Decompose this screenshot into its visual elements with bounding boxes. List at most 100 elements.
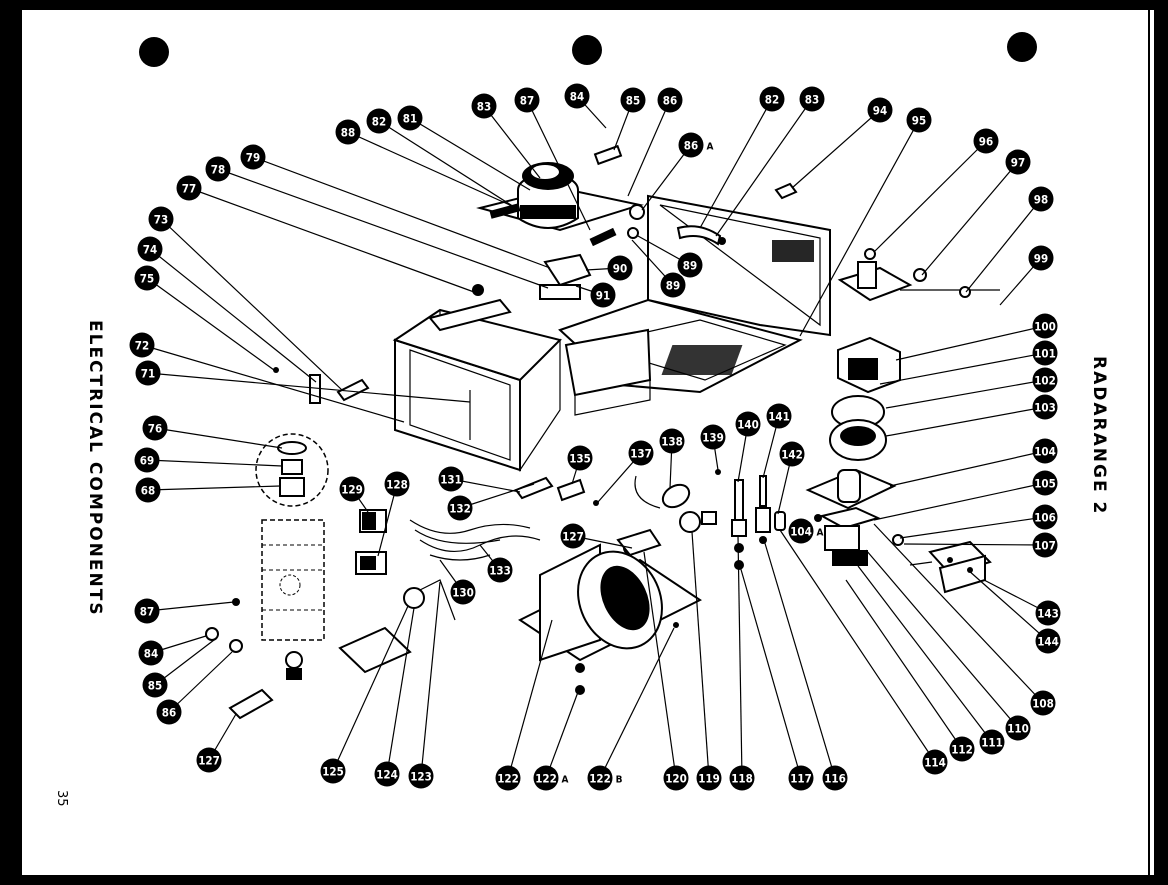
- callout-c-84b: 84: [138, 640, 164, 666]
- callout-circle: [408, 763, 434, 789]
- callout-number: 84: [144, 647, 158, 661]
- callout-circle: [788, 765, 814, 791]
- magnetron-stack: [805, 248, 1000, 566]
- callout-circle: [135, 360, 161, 386]
- callout-number: 133: [489, 564, 511, 578]
- callout-circle: [471, 93, 497, 119]
- callout-number: 110: [1007, 722, 1029, 736]
- callout-circle: [949, 736, 975, 762]
- callout-c-130: 130: [450, 579, 476, 605]
- callout-c-89b: 89: [660, 272, 686, 298]
- callout-circle: [628, 440, 654, 466]
- callout-circle: [560, 523, 586, 549]
- callout-circle: [495, 765, 521, 791]
- callout-circle: [320, 758, 346, 784]
- callout-number: 95: [912, 114, 926, 128]
- callout-circle: [205, 156, 231, 182]
- callout-c-86b: 86: [156, 699, 182, 725]
- callout-c-85b: 85: [142, 672, 168, 698]
- callout-number: 104: [1034, 445, 1056, 459]
- callout-number: 135: [569, 452, 591, 466]
- callout-c-87a: 87: [514, 87, 540, 113]
- callout-c-133: 133: [487, 557, 513, 583]
- callout-number: 89: [666, 279, 680, 293]
- callout-number: 73: [154, 213, 168, 227]
- callout-number: 117: [790, 772, 812, 786]
- callout-c-127b: 127: [196, 747, 222, 773]
- callout-number: 138: [661, 435, 683, 449]
- callout-circle: [134, 598, 160, 624]
- callout-number: 119: [698, 772, 720, 786]
- callout-c-142: 142: [779, 441, 805, 467]
- callout-c-72: 72: [129, 332, 155, 358]
- callout-circle: [134, 447, 160, 473]
- callout-number: 86: [663, 94, 677, 108]
- callout-c-128: 128: [384, 471, 410, 497]
- callout-number: 125: [322, 765, 344, 779]
- callout-circle: [240, 144, 266, 170]
- callout-number: 83: [477, 100, 491, 114]
- callout-c-85a: 85: [620, 87, 646, 113]
- callout-circle: [134, 265, 160, 291]
- callout-circle: [779, 441, 805, 467]
- callout-circle: [567, 445, 593, 471]
- callout-number: 82: [765, 93, 779, 107]
- callout-c-132: 132: [447, 495, 473, 521]
- callout-c-69: 69: [134, 447, 160, 473]
- callout-number: 88: [341, 126, 355, 140]
- terminal-block: [228, 688, 274, 720]
- callout-circle: [138, 640, 164, 666]
- callout-circle: [1035, 628, 1061, 654]
- diagram-sheet: [22, 10, 1154, 875]
- callout-circle: [450, 579, 476, 605]
- callout-circle: [663, 765, 689, 791]
- callout-number: 87: [520, 94, 534, 108]
- callout-number: 78: [211, 163, 225, 177]
- callout-number: 142: [781, 448, 803, 462]
- callout-number: 77: [182, 182, 196, 196]
- left-brackets: [273, 367, 370, 404]
- callout-number: 122: [535, 772, 557, 786]
- callout-circle: [759, 86, 785, 112]
- callout-number: 118: [731, 772, 753, 786]
- punch-hole-right: [1007, 32, 1037, 62]
- callout-circle: [696, 765, 722, 791]
- timer-switch: [285, 579, 456, 680]
- right-top-clips: [676, 182, 798, 246]
- callout-number: 123: [410, 770, 432, 784]
- callout-circle: [607, 255, 633, 281]
- callout-c-105: 105: [1032, 470, 1058, 496]
- control-panel: [205, 519, 325, 653]
- callout-c-116: 116: [822, 765, 848, 791]
- callout-c-144: 144: [1035, 628, 1061, 654]
- callout-circle: [659, 428, 685, 454]
- callout-number: 90: [613, 262, 627, 276]
- callout-number: 75: [140, 272, 154, 286]
- fuse-stack: [731, 475, 786, 570]
- callout-c-112: 112: [949, 736, 975, 762]
- callout-c-125: 125: [320, 758, 346, 784]
- callout-c-73: 73: [148, 206, 174, 232]
- punch-hole-center: [572, 35, 602, 65]
- callout-circle: [196, 747, 222, 773]
- callout-circle: [678, 132, 704, 158]
- callout-number: 120: [665, 772, 687, 786]
- callout-c-95: 95: [906, 107, 932, 133]
- title-radarange: RADARANGE 2: [1089, 356, 1109, 515]
- callout-number: 79: [246, 151, 260, 165]
- callout-c-106: 106: [1032, 504, 1058, 530]
- callout-circle: [487, 557, 513, 583]
- callout-circle: [1005, 149, 1031, 175]
- callout-c-97: 97: [1005, 149, 1031, 175]
- callout-c-119: 119: [696, 765, 722, 791]
- callout-number: 127: [562, 530, 584, 544]
- callout-circle: [129, 332, 155, 358]
- callout-number: 141: [768, 410, 790, 424]
- callout-number: 85: [148, 679, 162, 693]
- callout-circle: [335, 119, 361, 145]
- callout-number: 71: [141, 367, 155, 381]
